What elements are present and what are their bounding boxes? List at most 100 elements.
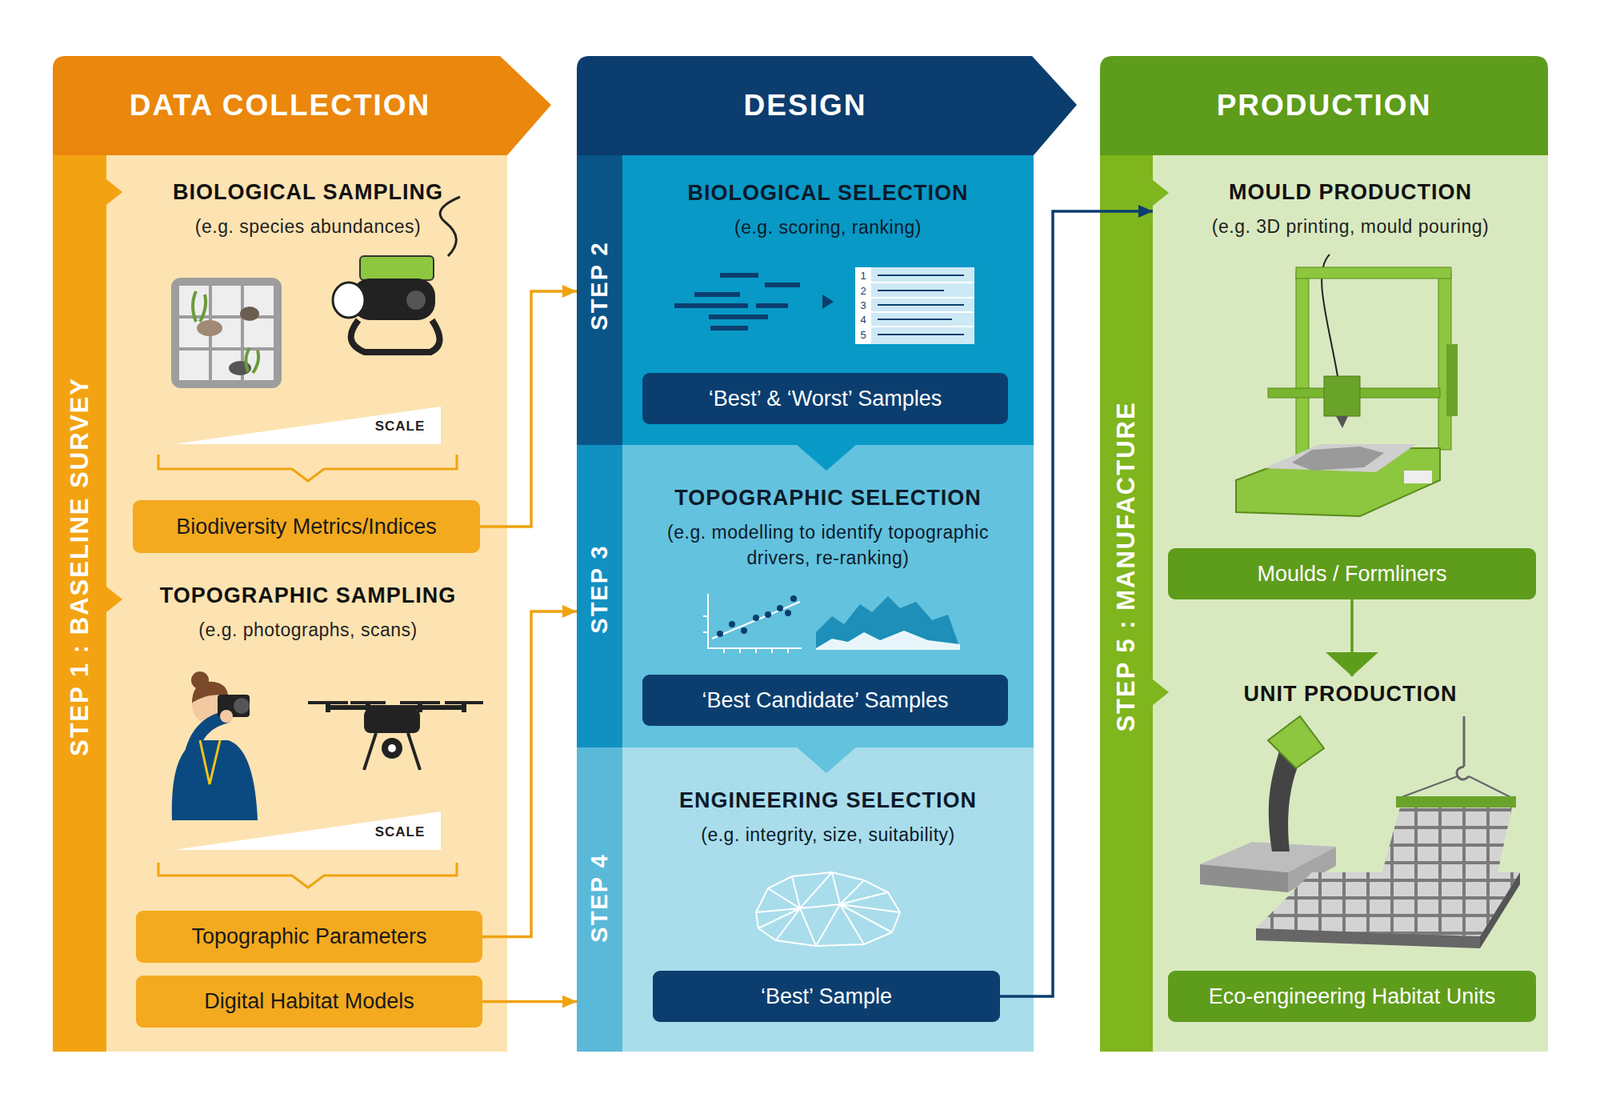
section-heading: MOULD PRODUCTION(e.g. 3D printing, mould… — [1152, 174, 1548, 248]
terrain-icon-part — [816, 630, 960, 650]
printer-icon — [1236, 254, 1458, 516]
design-panel-part — [796, 444, 857, 471]
column-title: PRODUCTION — [1216, 88, 1432, 123]
scale-label: SCALE — [375, 824, 426, 840]
mesh-icon-part — [756, 872, 900, 946]
quadrat-icon-part — [192, 291, 259, 373]
scatter-plot-icon-part-part — [764, 611, 772, 618]
step-panel: STEP 4 ENGINEERING SELECTION(e.g. integri… — [576, 747, 1034, 1052]
photographer-icon-part — [220, 709, 233, 723]
printer-icon-part — [1292, 446, 1384, 471]
output-box: ‘Best’ Sample — [652, 970, 1000, 1022]
scatter-plot-icon-part-part — [776, 604, 784, 612]
box-label: Digital Habitat Models — [204, 988, 415, 1014]
column-header: DESIGN — [576, 56, 1034, 156]
production-panel-part — [1100, 155, 1153, 1052]
data-lines-icon-part — [674, 275, 800, 328]
design-panel-part — [576, 747, 623, 1052]
data-lines-icon-part — [822, 294, 834, 309]
rank-number: 5 — [860, 328, 866, 341]
section-heading: TOPOGRAPHIC SAMPLING(e.g. photographs, s… — [120, 577, 496, 652]
bracket-part — [158, 862, 457, 888]
section-title: TOPOGRAPHIC SAMPLING — [120, 582, 496, 608]
step-label: STEP 2 — [586, 240, 613, 330]
output-box: Topographic Parameters — [136, 910, 483, 963]
step-content: TOPOGRAPHIC SELECTION(e.g. modelling to … — [622, 484, 1034, 571]
step-panel: STEP 2 BIOLOGICAL SELECTION(e.g. scoring,… — [576, 155, 1034, 445]
data-collection-panel-part — [106, 179, 123, 205]
data-collection-panel-part — [52, 155, 508, 1052]
step-panel: STEP 3 TOPOGRAPHIC SELECTION(e.g. modelli… — [576, 444, 1034, 748]
pouring-icon — [1200, 716, 1336, 892]
column-title: DESIGN — [744, 88, 868, 123]
scatter-plot-icon-part — [716, 595, 797, 637]
step-content: ENGINEERING SELECTION(e.g. integrity, si… — [622, 787, 1034, 848]
bracket-part — [158, 454, 457, 481]
flow-arrow — [482, 1000, 577, 1004]
scatter-plot-icon-part-part — [716, 630, 724, 637]
formliner-icon — [1256, 716, 1520, 948]
design-panel-part — [576, 155, 1034, 445]
mesh-icon-part — [756, 872, 900, 946]
section-title: UNIT PRODUCTION — [1152, 680, 1548, 707]
quadrat-icon — [171, 277, 282, 388]
section-note: (e.g. species abundances) — [120, 213, 496, 240]
design-panel-part — [576, 155, 623, 445]
terrain-icon — [816, 596, 960, 650]
design-panel-part — [576, 444, 1034, 748]
formliner-icon-part — [1456, 766, 1469, 780]
section-note: (e.g. integrity, size, suitability) — [622, 821, 1034, 848]
formliner-icon-part — [1396, 796, 1516, 808]
output-box: Biodiversity Metrics/Indices — [132, 500, 480, 553]
quadrat-icon-part — [196, 320, 223, 336]
drone-icon-part — [381, 737, 403, 759]
photographer-icon-part — [233, 697, 250, 714]
step-label: STEP 3 — [586, 544, 613, 633]
ranking-list-icon-part — [855, 267, 872, 344]
pouring-icon-part — [1200, 864, 1288, 892]
box-label: ‘Best Candidate’ Samples — [701, 688, 948, 713]
flow-arrow — [482, 611, 577, 937]
photographer-icon-part — [191, 671, 209, 689]
drone-icon-part — [364, 732, 420, 770]
output-box: Eco-engineering Habitat Units — [1168, 970, 1536, 1022]
scatter-plot-icon-part-part — [740, 627, 748, 634]
rov-icon-part — [440, 196, 460, 256]
printer-icon-part — [1404, 470, 1432, 484]
quadrat-icon-part — [171, 277, 282, 388]
design-panel-part — [576, 444, 623, 748]
column-header: PRODUCTION — [1100, 56, 1548, 156]
scatter-plot-icon-part-part — [790, 595, 797, 602]
scatter-plot-icon — [703, 593, 802, 653]
data-collection-panel-part — [106, 586, 123, 612]
photographer-icon-part — [172, 740, 258, 820]
section-title: BIOLOGICAL SAMPLING — [120, 179, 496, 205]
data-collection-panel-part — [52, 155, 107, 1052]
formliner-icon-part — [1480, 872, 1520, 948]
rov-icon-part — [406, 290, 426, 310]
flow-arrow — [1000, 211, 1153, 996]
production-panel-part — [1152, 180, 1169, 206]
design-panel-part — [576, 56, 1077, 156]
scatter-plot-icon-part-part — [728, 620, 736, 628]
flow-arrow — [1350, 599, 1354, 676]
production-panel-part — [1100, 56, 1548, 156]
rank-number: 4 — [860, 313, 866, 326]
rank-number: 3 — [860, 299, 866, 312]
section-note: (e.g. 3D printing, mould pouring) — [1152, 213, 1548, 240]
scale-label: SCALE — [375, 418, 426, 435]
printer-icon-part — [1264, 444, 1416, 472]
rov-icon-part — [360, 256, 434, 280]
column-title: DATA COLLECTION — [129, 88, 432, 123]
step-content: BIOLOGICAL SELECTION(e.g. scoring, ranki… — [622, 180, 1034, 240]
step-band: STEP 5 : MANUFACTURE — [1100, 155, 1153, 1052]
scatter-plot-icon-part — [712, 601, 800, 639]
production-panel-part — [1100, 155, 1548, 1052]
step-label: STEP 4 — [586, 852, 613, 942]
column-header: DATA COLLECTION — [52, 56, 508, 156]
ranking-list-icon-part — [877, 275, 964, 335]
output-box: Digital Habitat Models — [136, 975, 483, 1028]
flow-arrow — [480, 291, 577, 527]
column-panel: DESIGN STEP 2 BIOLOGICAL SELECTION(e.g. sc… — [576, 56, 1034, 1052]
